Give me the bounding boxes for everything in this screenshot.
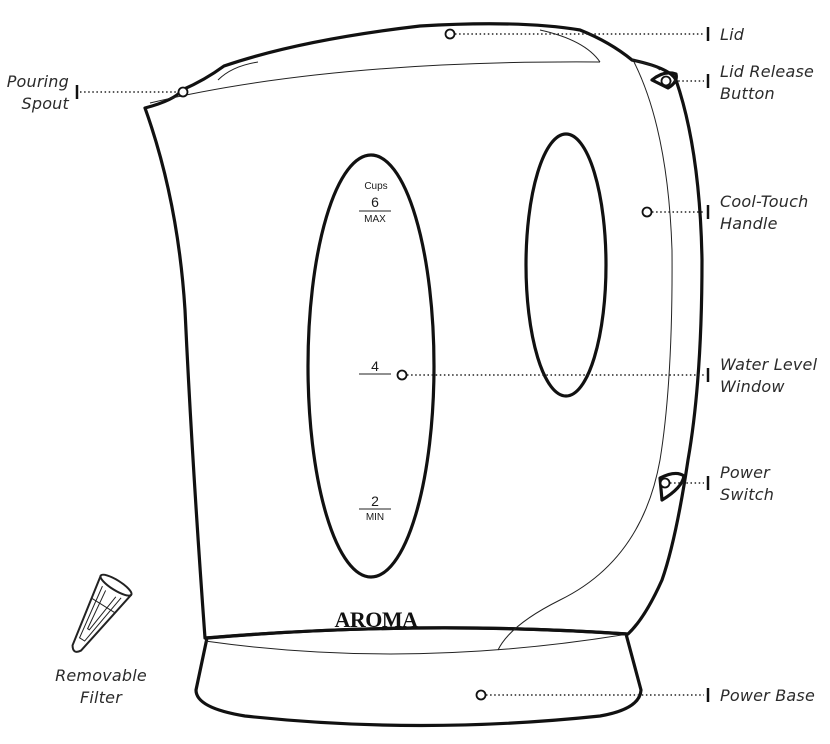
leader-ticks [75, 27, 710, 702]
callout-handle-line2: Handle [720, 214, 778, 233]
power-base-shape [194, 626, 643, 728]
callout-handle-line1: Cool-Touch [720, 192, 808, 211]
lid-release-button-shape [650, 71, 678, 90]
scale-two-label: 2 [371, 493, 379, 509]
kettle-body [143, 22, 704, 651]
scale-min-label: MIN [366, 512, 384, 523]
power-switch-shape [658, 471, 686, 502]
callout-power-base: Power Base [720, 686, 815, 705]
callout-lid-release-line1: Lid Release [720, 62, 814, 81]
removable-filter-shape [71, 573, 133, 653]
scale-four-label: 4 [371, 358, 379, 374]
brand-logo: AROMA [334, 607, 418, 632]
scale-six-label: 6 [371, 194, 379, 210]
callout-filter-line1: Removable [55, 666, 147, 685]
callout-water-level-line2: Window [720, 377, 785, 396]
callout-spout-line1: Pouring [7, 72, 69, 91]
callout-power-switch-line2: Switch [720, 485, 774, 504]
callout-lid-release-line2: Button [720, 84, 775, 103]
callout-power-switch-line1: Power [720, 463, 771, 482]
callout-lid: Lid [720, 25, 745, 44]
callout-spout-line2: Spout [21, 94, 69, 113]
callout-water-level-line1: Water Level [720, 355, 818, 374]
scale-max-label: MAX [364, 214, 386, 225]
scale-cups-label: Cups [364, 181, 387, 192]
leader-lines [80, 33, 704, 696]
anchor-dots [177, 28, 672, 701]
callout-filter-line2: Filter [80, 688, 123, 707]
water-level-window [306, 153, 436, 579]
